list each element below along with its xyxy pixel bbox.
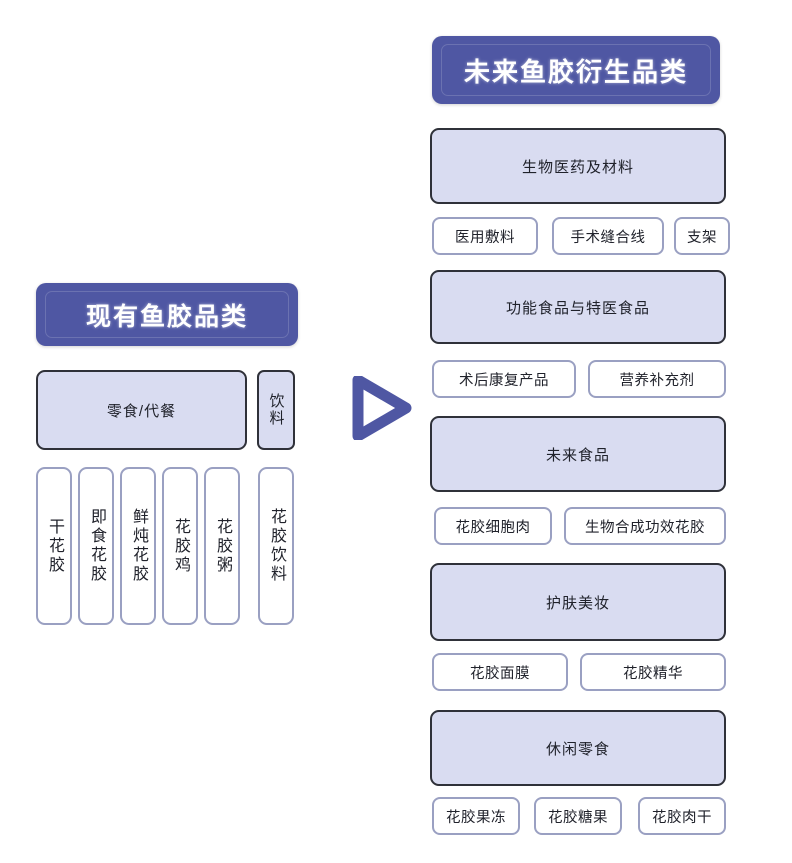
left-category-snack-meal-replacement[interactable]: 零食/代餐 [36,370,247,450]
right-section-item-label: 花胶糖果 [548,809,608,826]
left-product-box[interactable]: 花胶鸡 [162,467,198,625]
left-product-label: 花胶粥 [214,517,231,575]
left-product-box[interactable]: 花胶粥 [204,467,240,625]
right-section-item-label: 花胶肉干 [652,809,712,826]
right-section-header[interactable]: 生物医药及材料 [430,128,726,204]
left-product-label: 干花胶 [46,517,63,575]
right-section-header[interactable]: 未来食品 [430,416,726,492]
right-section-title: 功能食品与特医食品 [505,299,650,317]
right-section-item-label: 生物合成功效花胶 [585,519,705,536]
right-section-title: 护肤美妆 [545,594,610,612]
right-section-item[interactable]: 花胶面膜 [432,653,568,691]
right-section-item[interactable]: 医用敷料 [432,217,538,255]
right-section-item-label: 花胶精华 [623,665,683,682]
left-category-beverage[interactable]: 饮料 [257,370,295,450]
play-triangle-right-icon [352,376,412,440]
left-product-box[interactable]: 鲜炖花胶 [120,467,156,625]
right-section-item-label: 花胶面膜 [470,665,530,682]
right-section-item[interactable]: 生物合成功效花胶 [564,507,726,545]
left-category-label: 饮料 [267,393,285,427]
right-section-item-label: 营养补充剂 [619,372,695,389]
right-section-item[interactable]: 花胶果冻 [432,797,520,835]
right-section-title: 未来食品 [545,446,610,464]
left-category-label: 零食/代餐 [106,402,177,420]
right-section-item[interactable]: 花胶细胞肉 [434,507,552,545]
right-panel-title-banner: 未来鱼胶衍生品类 [432,36,720,104]
left-product-label: 即食花胶 [88,508,105,584]
left-panel-title: 现有鱼胶品类 [85,302,248,331]
left-product-label: 花胶饮料 [268,508,285,584]
right-section-header[interactable]: 功能食品与特医食品 [430,270,726,344]
left-product-box[interactable]: 即食花胶 [78,467,114,625]
right-section-item-label: 医用敷料 [455,229,515,246]
right-section-item[interactable]: 手术缝合线 [552,217,664,255]
right-section-item-label: 花胶果冻 [446,809,506,826]
right-section-item-label: 花胶细胞肉 [455,519,531,536]
right-section-item-label: 术后康复产品 [459,372,549,389]
right-section-item-label: 支架 [687,229,717,246]
left-product-label: 鲜炖花胶 [130,508,147,584]
right-section-item[interactable]: 花胶肉干 [638,797,726,835]
right-section-item[interactable]: 支架 [674,217,730,255]
right-section-item[interactable]: 花胶糖果 [534,797,622,835]
right-section-item[interactable]: 术后康复产品 [432,360,576,398]
left-product-box[interactable]: 干花胶 [36,467,72,625]
right-section-item-label: 手术缝合线 [570,229,646,246]
right-section-item[interactable]: 营养补充剂 [588,360,726,398]
right-panel-title: 未来鱼胶衍生品类 [463,56,688,87]
right-section-header[interactable]: 休闲零食 [430,710,726,786]
left-product-box[interactable]: 花胶饮料 [258,467,294,625]
left-product-label: 花胶鸡 [172,517,189,575]
right-section-item[interactable]: 花胶精华 [580,653,726,691]
right-section-title: 生物医药及材料 [521,158,634,176]
right-section-title: 休闲零食 [545,740,610,758]
left-panel-title-banner: 现有鱼胶品类 [36,283,298,346]
right-section-header[interactable]: 护肤美妆 [430,563,726,641]
